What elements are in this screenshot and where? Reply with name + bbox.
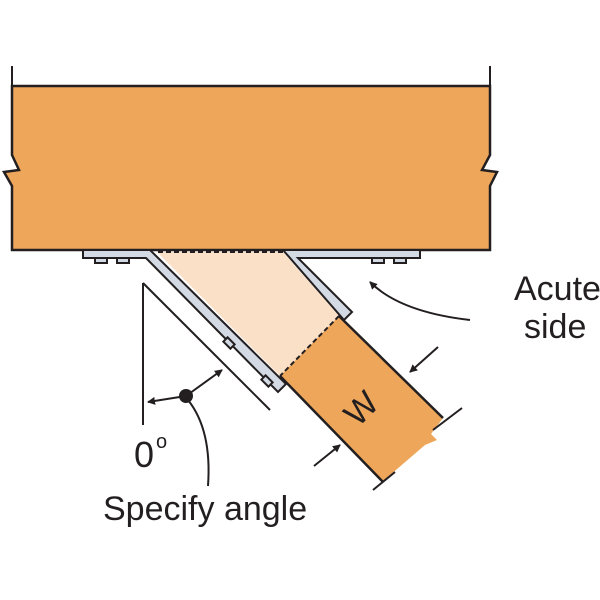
joist-inside-hanger <box>155 252 339 376</box>
angle-dimension <box>142 282 271 487</box>
specify-angle-label: Specify angle <box>103 490 307 528</box>
acute-label-line1: Acute <box>514 270 600 308</box>
acute-label-line2: side <box>524 308 586 346</box>
acute-side-arrow <box>369 281 471 321</box>
skewed-hanger <box>82 249 421 394</box>
angle-value: 0 <box>134 434 154 475</box>
angle-degree: o <box>156 431 167 453</box>
joist: W <box>279 315 444 483</box>
header-beam <box>1 66 499 252</box>
width-dimension <box>313 346 463 491</box>
